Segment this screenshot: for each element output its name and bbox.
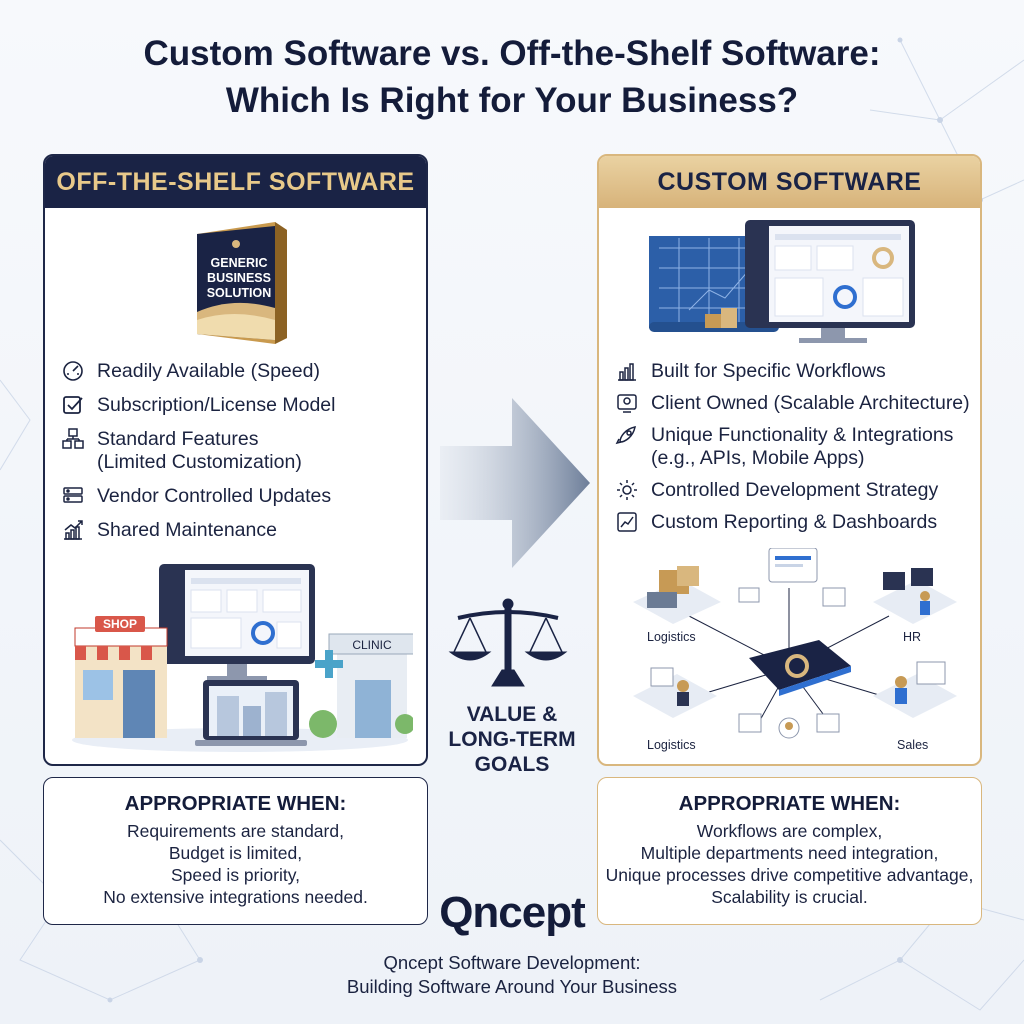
owned-dashboard-icon	[617, 394, 637, 413]
custom-software-when-box: APPROPRIATE WHEN: Workflows are complex,…	[597, 777, 982, 925]
feature-text: Unique Functionality & Integrations (e.g…	[651, 424, 953, 470]
feature-sub: (e.g., APIs, Mobile Apps)	[651, 447, 865, 469]
feature-main: Standard Features	[97, 428, 259, 450]
checkbox-icon	[63, 396, 83, 414]
title-line-1: Custom Software vs. Off-the-Shelf Softwa…	[143, 34, 881, 73]
feature-text: Subscription/License Model	[97, 394, 336, 416]
integrated-departments-illustration	[633, 548, 957, 739]
software-box-illustration: GENERIC BUSINESS SOLUTION	[183, 216, 301, 348]
feature-text: Shared Maintenance	[97, 519, 277, 541]
custom-software-panel: CUSTOM SOFTWARE Built for Specific Workf…	[597, 154, 982, 766]
value-line-1: VALUE &	[466, 703, 558, 726]
brand-tagline: Qncept Software Development: Building So…	[262, 951, 762, 999]
feature-text: Controlled Development Strategy	[651, 479, 939, 501]
feature-sub: (Limited Customization)	[97, 451, 302, 473]
arrow-right-icon	[440, 398, 590, 568]
feature-text: Client Owned (Scalable Architecture)	[651, 392, 970, 414]
tagline-line-2: Building Software Around Your Business	[346, 976, 678, 997]
when-line: Workflows are complex,	[696, 821, 883, 841]
feature-text: Built for Specific Workflows	[651, 360, 886, 382]
tagline-line-1: Qncept Software Development:	[383, 952, 641, 973]
feature-text: Readily Available (Speed)	[97, 360, 320, 382]
when-line: Speed is priority,	[170, 865, 301, 885]
dept-label-sales: Sales	[897, 738, 929, 752]
value-goals-text: VALUE & LONG-TERM GOALS	[440, 702, 584, 777]
off-the-shelf-feature-list: Readily Available (Speed) Subscription/L…	[61, 360, 335, 553]
balance-scale-icon	[448, 598, 568, 687]
feature-item: Custom Reporting & Dashboards	[615, 511, 970, 534]
dept-label-logistics-2: Logistics	[647, 738, 696, 752]
when-line: Multiple departments need integration,	[640, 843, 939, 863]
when-line: Unique processes drive competitive advan…	[605, 865, 974, 885]
feature-item: Controlled Development Strategy	[615, 479, 970, 502]
value-line-2: LONG-TERM	[448, 728, 576, 751]
when-line: No extensive integrations needed.	[103, 887, 368, 907]
feature-item: Built for Specific Workflows	[615, 360, 970, 383]
rocket-icon	[615, 426, 636, 445]
feature-item: Readily Available (Speed)	[61, 360, 335, 383]
feature-item: Subscription/License Model	[61, 394, 335, 417]
small-business-illustration: SHOP CLINIC	[72, 564, 413, 752]
value-line-3: GOALS	[474, 753, 550, 776]
title-line-2: Which Is Right for Your Business?	[225, 81, 799, 120]
clinic-sign: CLINIC	[352, 638, 392, 652]
off-the-shelf-panel: OFF-THE-SHELF SOFTWARE GENERIC BUSINESS …	[43, 154, 428, 766]
workflow-chart-icon	[618, 363, 636, 381]
feature-item: Client Owned (Scalable Architecture)	[615, 392, 970, 415]
shop-sign: SHOP	[103, 617, 137, 631]
feature-item: Shared Maintenance	[61, 519, 335, 542]
when-line: Budget is limited,	[168, 843, 303, 863]
when-title: APPROPRIATE WHEN:	[678, 792, 901, 815]
dept-label-hr: HR	[903, 630, 922, 644]
blueprint-dashboard-illustration	[649, 220, 915, 343]
feature-item: Vendor Controlled Updates	[61, 485, 335, 508]
blocks-icon	[62, 428, 84, 449]
server-icon	[63, 487, 83, 503]
off-the-shelf-when-box: APPROPRIATE WHEN: Requirements are stand…	[43, 777, 428, 925]
custom-software-feature-list: Built for Specific Workflows Client Owne…	[615, 360, 970, 543]
feature-text: Custom Reporting & Dashboards	[651, 511, 938, 533]
feature-text: Standard Features (Limited Customization…	[97, 428, 302, 474]
report-chart-icon	[617, 512, 637, 532]
feature-text: Vendor Controlled Updates	[97, 485, 332, 507]
feature-main: Unique Functionality & Integrations	[651, 424, 954, 446]
box-label: GENERIC BUSINESS SOLUTION	[206, 256, 272, 300]
off-the-shelf-header: OFF-THE-SHELF SOFTWARE	[45, 156, 426, 208]
page-title: Custom Software vs. Off-the-Shelf Softwa…	[0, 30, 1024, 124]
custom-software-header: CUSTOM SOFTWARE	[599, 156, 980, 208]
gear-strategy-icon	[617, 480, 637, 500]
when-title: APPROPRIATE WHEN:	[124, 792, 347, 815]
dept-label-logistics: Logistics	[647, 630, 696, 644]
when-line: Scalability is crucial.	[711, 887, 868, 907]
feature-item: Unique Functionality & Integrations (e.g…	[615, 424, 970, 470]
brand-logo: Qncept	[439, 888, 586, 937]
feature-item: Standard Features (Limited Customization…	[61, 428, 335, 474]
chart-growth-icon	[64, 520, 83, 540]
speedometer-icon	[63, 361, 83, 381]
when-line: Requirements are standard,	[127, 821, 344, 841]
